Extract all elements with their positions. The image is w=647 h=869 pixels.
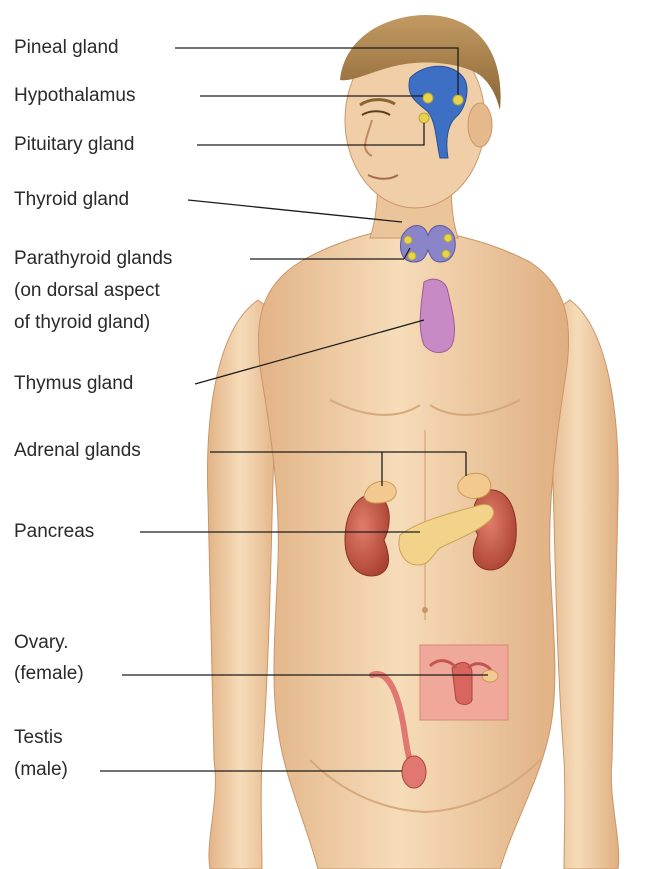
testis-structure bbox=[402, 756, 426, 788]
label-pancreas: Pancreas bbox=[14, 520, 94, 544]
parathyroid-dot-2 bbox=[444, 234, 452, 242]
label-parathyroid-line-3: of thyroid gland) bbox=[14, 311, 150, 335]
pituitary-gland-dot bbox=[419, 113, 429, 123]
label-hypothalamus: Hypothalamus bbox=[14, 84, 135, 108]
label-ovary-line-2: (female) bbox=[14, 662, 84, 686]
label-adrenal-glands: Adrenal glands bbox=[14, 439, 141, 463]
label-pineal-gland: Pineal gland bbox=[14, 36, 119, 60]
parathyroid-dot-3 bbox=[408, 252, 416, 260]
label-ovary-line-1: Ovary. bbox=[14, 631, 69, 655]
pineal-gland-dot bbox=[453, 95, 463, 105]
parathyroid-dot-4 bbox=[442, 250, 450, 258]
label-thyroid-gland: Thyroid gland bbox=[14, 188, 129, 212]
label-testis-line-1: Testis bbox=[14, 726, 63, 750]
label-parathyroid-line-2: (on dorsal aspect bbox=[14, 279, 160, 303]
human-body-figure bbox=[208, 15, 619, 869]
parathyroid-dot-1 bbox=[404, 236, 412, 244]
right-kidney bbox=[473, 490, 516, 570]
label-thymus-gland: Thymus gland bbox=[14, 372, 133, 396]
navel bbox=[422, 607, 428, 613]
hypothalamus-dot bbox=[423, 93, 433, 103]
leader-line-thyroid bbox=[188, 200, 402, 222]
ear bbox=[468, 103, 492, 147]
label-testis-line-2: (male) bbox=[14, 758, 68, 782]
ovary-dot bbox=[482, 670, 498, 682]
label-parathyroid-line-1: Parathyroid glands bbox=[14, 247, 172, 271]
label-pituitary-gland: Pituitary gland bbox=[14, 133, 134, 157]
